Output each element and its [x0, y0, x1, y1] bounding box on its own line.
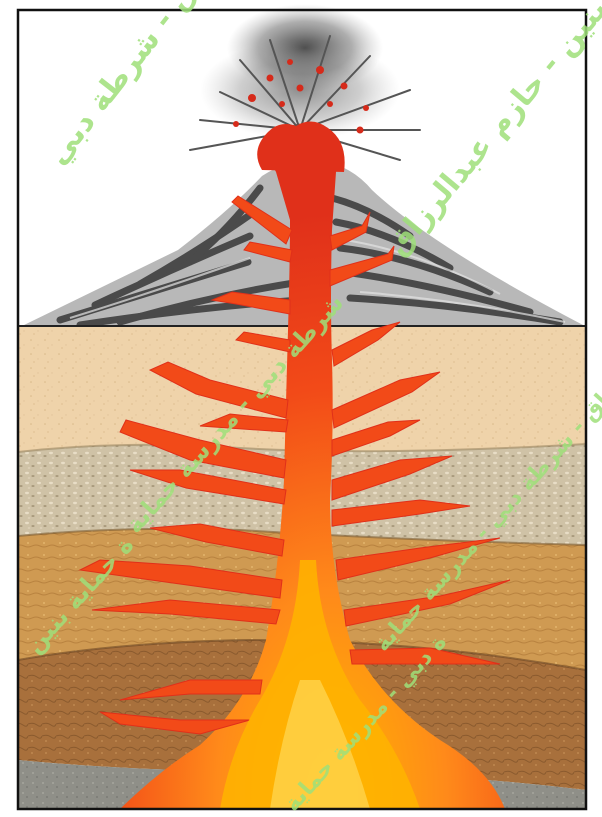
volcano-diagram — [0, 0, 602, 814]
